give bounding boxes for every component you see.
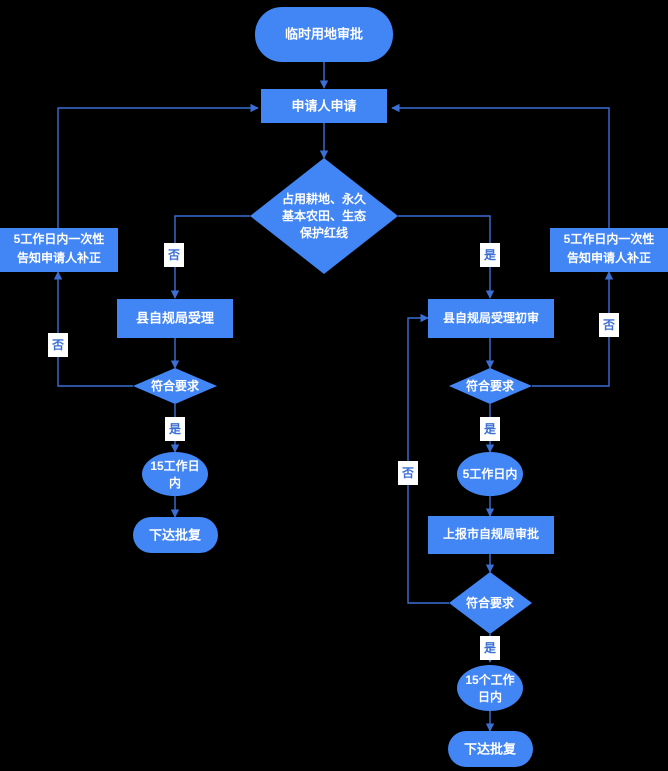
checkleft-no-text: 否 xyxy=(51,338,64,352)
edge-decision-no-county xyxy=(170,215,250,299)
notify-right-label-2: 告知申请人补正 xyxy=(567,250,651,265)
county-accept-shape xyxy=(117,299,233,338)
edge-checkleft-no-notify xyxy=(53,271,133,387)
county-first-review-label: 县自规局受理初审 xyxy=(443,310,539,325)
days5-right-shape xyxy=(457,452,523,496)
edge-labels: 否 是 否 是 否 是 否 是 xyxy=(48,243,619,660)
edges xyxy=(53,62,614,732)
edge-checkright-no-notify xyxy=(532,271,614,387)
days15-city-shape xyxy=(457,665,523,711)
node-city-approve[interactable]: 上报市自规局审批 xyxy=(428,516,554,554)
apply-label: 申请人申请 xyxy=(291,98,356,113)
reply-left-shape xyxy=(133,517,218,553)
edge-decision-yes-firstreview xyxy=(398,215,495,299)
node-notify-right[interactable]: 5工作日内一次性 告知申请人补正 xyxy=(550,228,668,272)
county-first-review-shape xyxy=(428,299,554,338)
check-right-label: 符合要求 xyxy=(466,378,515,393)
edge-checkcity-no-firstreview xyxy=(407,313,449,604)
node-apply[interactable]: 申请人申请 xyxy=(261,89,387,123)
node-county-first-review[interactable]: 县自规局受理初审 xyxy=(428,299,554,338)
node-check-left[interactable]: 符合要求 xyxy=(133,368,217,404)
decision-land-label-2: 基本农田、生态 xyxy=(281,208,366,223)
checkcity-yes-bg xyxy=(480,636,500,660)
checkright-no-bg xyxy=(599,313,619,337)
reply-right-shape xyxy=(448,731,533,767)
checkleft-no-bg xyxy=(48,333,68,357)
check-right-shape xyxy=(449,368,532,404)
node-days5-right[interactable]: 5工作日内 xyxy=(457,452,523,496)
county-accept-label: 县自规局受理 xyxy=(136,310,214,325)
node-days15-city[interactable]: 15个工作 日内 xyxy=(457,665,523,711)
days15-city-label-2: 日内 xyxy=(478,689,502,704)
land-yes-text: 是 xyxy=(483,248,497,262)
edge-label-checkleft-yes: 是 xyxy=(165,417,185,441)
land-yes-bg xyxy=(480,243,500,267)
node-reply-right[interactable]: 下达批复 xyxy=(448,731,533,767)
edge-label-land-yes: 是 xyxy=(480,243,500,267)
node-start[interactable]: 临时用地审批 xyxy=(255,7,393,62)
check-city-label: 符合要求 xyxy=(466,595,515,610)
edge-label-checkcity-no: 否 xyxy=(398,461,418,485)
checkcity-yes-text: 是 xyxy=(483,641,497,655)
check-left-label: 符合要求 xyxy=(151,378,200,393)
node-days15-left[interactable]: 15工作日 内 xyxy=(142,452,208,496)
node-notify-left[interactable]: 5工作日内一次性 告知申请人补正 xyxy=(0,228,118,272)
node-decision-land[interactable]: 占用耕地、永久 基本农田、生态 保护红线 xyxy=(250,158,398,274)
notify-right-shape xyxy=(550,228,668,272)
edge-label-checkcity-yes: 是 xyxy=(480,636,500,660)
city-approve-shape xyxy=(428,516,554,554)
decision-land-label-1: 占用耕地、永久 xyxy=(282,191,367,206)
reply-right-label: 下达批复 xyxy=(464,741,517,756)
land-no-text: 否 xyxy=(167,248,180,262)
edge-notifyright-apply xyxy=(391,103,610,228)
decision-land-label-3: 保护红线 xyxy=(299,225,348,240)
node-county-accept[interactable]: 县自规局受理 xyxy=(117,299,233,338)
edge-label-checkright-no: 否 xyxy=(599,313,619,337)
node-check-right[interactable]: 符合要求 xyxy=(449,368,532,404)
edge-label-land-no: 否 xyxy=(164,243,184,267)
days15-left-label-1: 15工作日 xyxy=(150,458,199,473)
checkleft-yes-text: 是 xyxy=(168,422,182,436)
check-city-shape xyxy=(449,572,532,634)
notify-left-label-2: 告知申请人补正 xyxy=(17,250,101,265)
check-left-shape xyxy=(133,368,217,404)
decision-land-shape xyxy=(250,158,398,274)
checkright-no-text: 否 xyxy=(602,318,615,332)
checkleft-yes-bg xyxy=(165,417,185,441)
checkcity-no-text: 否 xyxy=(401,466,414,480)
start-label: 临时用地审批 xyxy=(285,26,363,41)
edge-label-checkleft-no: 否 xyxy=(48,333,68,357)
node-check-city[interactable]: 符合要求 xyxy=(449,572,532,634)
notify-right-label-1: 5工作日内一次性 xyxy=(564,231,655,246)
notify-left-label-1: 5工作日内一次性 xyxy=(14,231,105,246)
apply-shape xyxy=(261,89,387,123)
start-shape xyxy=(255,7,393,62)
reply-left-label: 下达批复 xyxy=(149,527,202,542)
days15-left-label-2: 内 xyxy=(169,475,181,490)
days15-city-label-1: 15个工作 xyxy=(465,672,514,687)
node-reply-left[interactable]: 下达批复 xyxy=(133,517,218,553)
days15-left-shape xyxy=(142,452,208,496)
notify-left-shape xyxy=(0,228,118,272)
city-approve-label: 上报市自规局审批 xyxy=(443,526,539,541)
checkcity-no-bg xyxy=(398,461,418,485)
edge-label-checkright-yes: 是 xyxy=(480,417,500,441)
checkright-yes-text: 是 xyxy=(483,422,497,436)
land-no-bg xyxy=(164,243,184,267)
days5-right-label: 5工作日内 xyxy=(463,466,518,481)
edge-notifyleft-apply xyxy=(57,103,259,228)
checkright-yes-bg xyxy=(480,417,500,441)
